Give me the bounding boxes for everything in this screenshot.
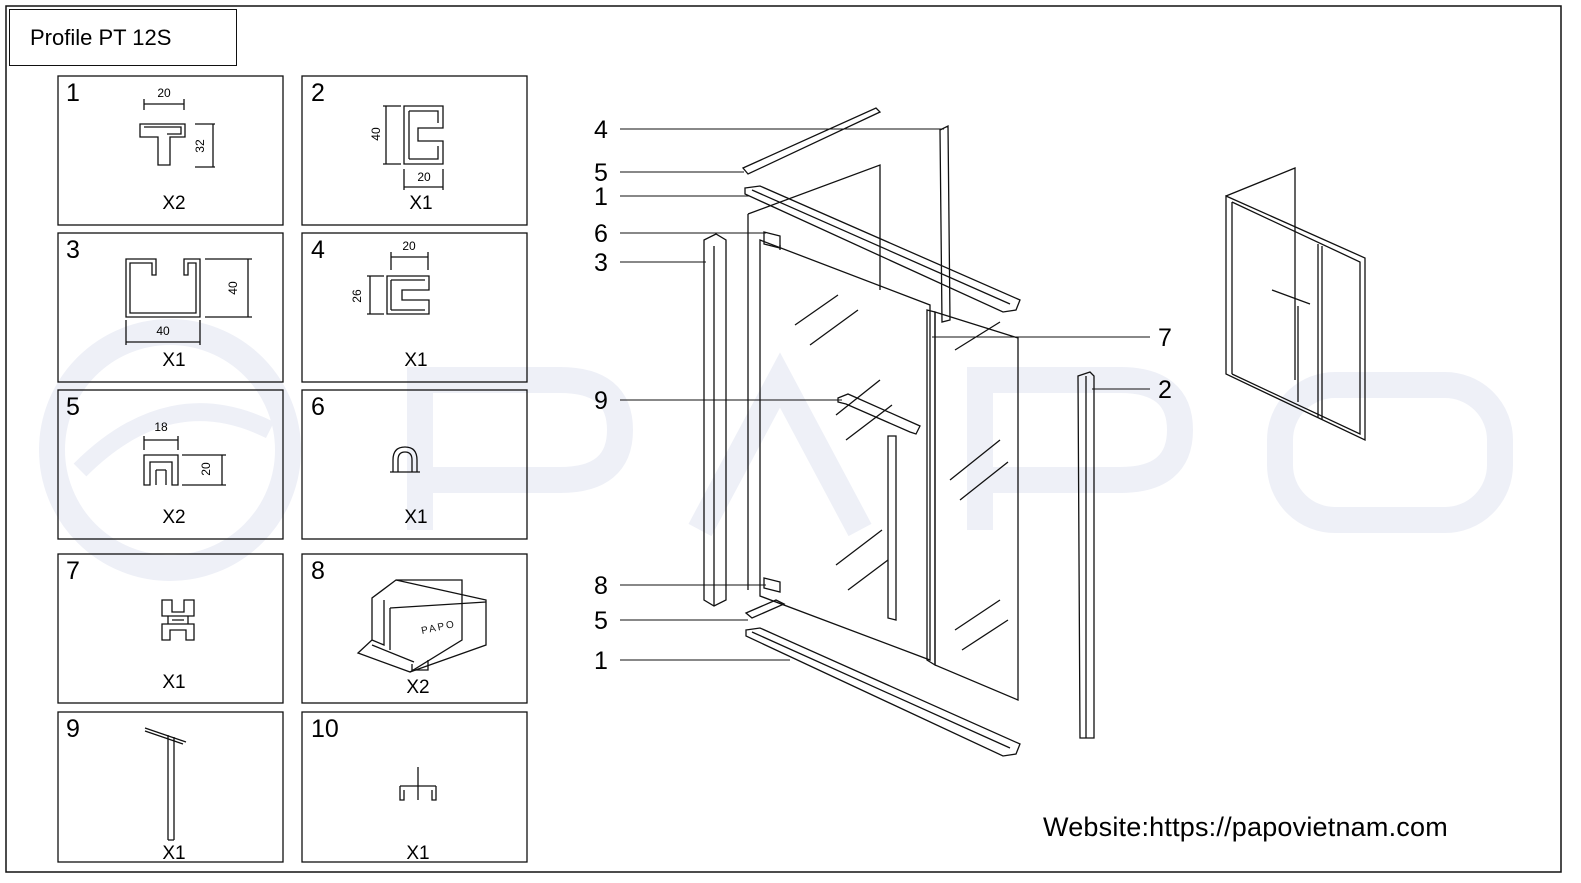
part-number: 4	[311, 236, 325, 264]
profile-6-drawing	[390, 446, 420, 473]
callout-leaders	[620, 128, 1150, 661]
profile-4-drawing	[367, 252, 430, 315]
dimension-label: 20	[402, 239, 416, 253]
part-box-3	[57, 232, 284, 383]
part-box-7	[57, 553, 284, 704]
part-number: 3	[66, 236, 80, 264]
part-box-1	[57, 75, 284, 226]
callout-label: 9	[594, 387, 608, 415]
part-number: 8	[311, 557, 325, 585]
page-title: Profile PT 12S	[9, 9, 237, 66]
dimension-label: 32	[193, 139, 207, 153]
callout-label: 4	[594, 116, 608, 144]
profile-10-drawing	[399, 767, 437, 801]
part-number: 2	[311, 79, 325, 107]
part-quantity: X1	[162, 672, 185, 693]
part-quantity: X1	[404, 507, 427, 528]
profile-3-drawing	[125, 258, 252, 345]
part-quantity: X1	[409, 193, 432, 214]
part-quantity: X2	[162, 193, 185, 214]
callout-label: 5	[594, 159, 608, 187]
dimension-label: 18	[154, 420, 168, 434]
callout-label: 1	[594, 647, 608, 675]
part-box-6	[301, 389, 528, 540]
part-number: 6	[311, 393, 325, 421]
profile-1-drawing	[139, 99, 215, 168]
part-number: 9	[66, 715, 80, 743]
assembled-preview	[1225, 167, 1366, 442]
part-quantity: X1	[162, 843, 185, 864]
part-box-4	[301, 232, 528, 383]
part-box-2	[301, 75, 528, 226]
dimension-label: 26	[350, 289, 364, 303]
dimension-label: 20	[417, 170, 431, 184]
profile-7-drawing	[161, 599, 195, 641]
profile-9-drawing	[144, 727, 187, 841]
page-border	[5, 5, 1562, 873]
part-number: 5	[66, 393, 80, 421]
part-quantity: X1	[406, 843, 429, 864]
assembly-exploded-view	[703, 107, 1095, 757]
part-box-8	[301, 553, 528, 704]
callout-label: 3	[594, 249, 608, 277]
profile-5-drawing	[143, 436, 226, 486]
part-box-5	[57, 389, 284, 540]
callout-label: 5	[594, 607, 608, 635]
callout-label: 2	[1158, 376, 1172, 404]
brand-mark: PAPO	[420, 619, 457, 637]
part-number: 10	[311, 715, 339, 743]
part-quantity: X1	[162, 350, 185, 371]
part-number: 1	[66, 79, 80, 107]
callout-label: 1	[594, 183, 608, 211]
callout-label: 6	[594, 220, 608, 248]
part-quantity: X2	[406, 677, 429, 698]
profile-8-drawing	[356, 579, 487, 673]
callout-label: 7	[1158, 324, 1172, 352]
part-box-9	[57, 711, 284, 863]
dimension-label: 20	[199, 462, 213, 476]
profile-2-drawing	[383, 105, 444, 190]
parts-grid	[57, 75, 528, 863]
part-number: 7	[66, 557, 80, 585]
dimension-label: 40	[226, 281, 240, 295]
part-quantity: X2	[162, 507, 185, 528]
dimension-label: 40	[369, 127, 383, 141]
dimension-label: 20	[157, 86, 171, 100]
page-title-text: Profile PT 12S	[30, 24, 172, 50]
papo-watermark	[39, 319, 1513, 581]
website-link[interactable]: Website:https://papovietnam.com	[1043, 812, 1448, 842]
part-quantity: X1	[404, 350, 427, 371]
callout-label: 8	[594, 572, 608, 600]
part-box-10	[301, 711, 528, 863]
dimension-label: 40	[156, 324, 170, 338]
